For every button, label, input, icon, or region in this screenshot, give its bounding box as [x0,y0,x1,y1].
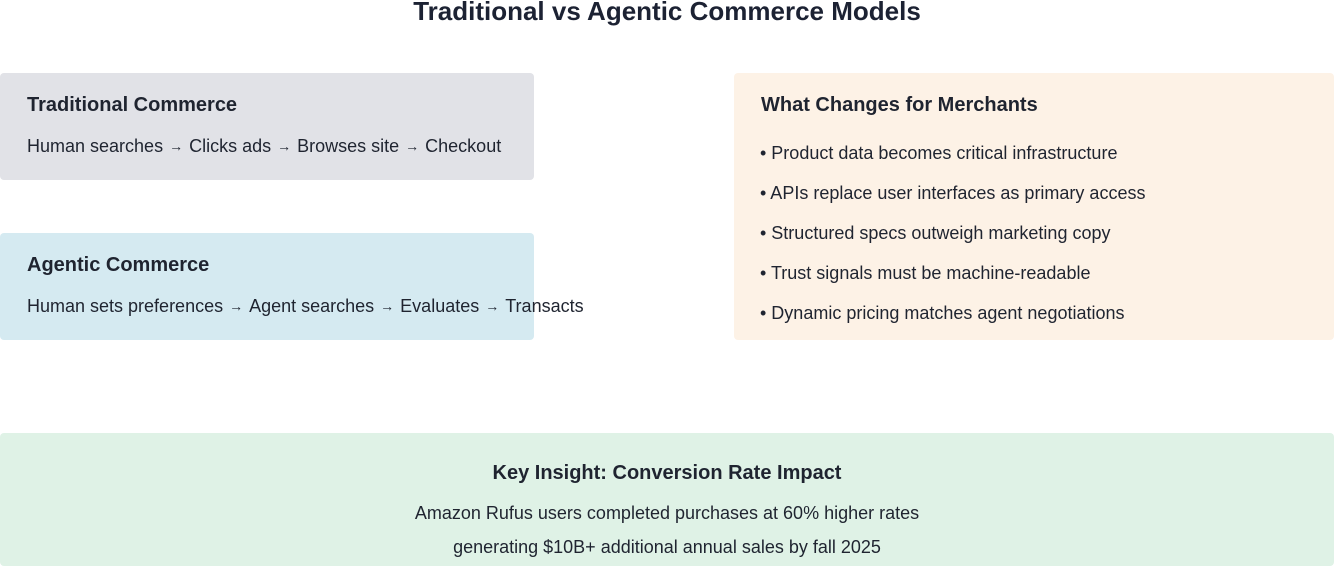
key-insight-heading: Key Insight: Conversion Rate Impact [492,462,842,484]
list-item: • Trust signals must be machine-readable [760,263,1091,283]
merchant-changes-heading: What Changes for Merchants [761,94,1038,116]
list-item: • Structured specs outweigh marketing co… [760,223,1111,243]
list-item: • Dynamic pricing matches agent negotiat… [760,303,1125,323]
traditional-commerce-box: Traditional Commerce Human searches → Clic… [0,73,534,180]
flow-step: Checkout [425,136,502,156]
flow-step: Transacts [505,296,584,316]
arrow-right-icon: → [380,298,395,314]
flow-step: Evaluates [400,296,480,316]
flow-step: Clicks ads [189,136,272,156]
key-insight-line-1: Amazon Rufus users completed purchases a… [414,503,920,523]
key-insight-line-2: generating $10B+ additional annual sales… [453,537,881,557]
arrow-right-icon: → [229,298,244,314]
arrow-right-icon: → [485,298,500,314]
arrow-right-icon: → [169,138,184,154]
merchant-changes-list: • Product data becomes critical infrastr… [760,142,1145,342]
merchant-changes-box: What Changes for Merchants • Product dat… [734,73,1334,340]
agentic-commerce-box: Agentic Commerce Human sets preferences →… [0,233,584,340]
agentic-commerce-flow: Human sets preferences → Agent searches → Ev… [27,295,584,317]
key-insight-box: Key Insight: Conversion Rate Impact Amaz… [0,433,1334,566]
flow-step: Human sets preferences [27,296,224,316]
traditional-commerce-heading: Traditional Commerce [27,94,238,116]
list-item: • APIs replace user interfaces as primar… [760,183,1146,203]
flow-step: Browses site [297,136,400,156]
flow-step: Human searches [27,136,164,156]
list-item: • Product data becomes critical infrastr… [760,143,1118,163]
flow-step: Agent searches [249,296,375,316]
arrow-right-icon: → [277,138,292,154]
diagram-title: Traditional vs Agentic Commerce Models [413,0,921,26]
traditional-commerce-flow: Human searches → Clicks ads → Browses site → C… [27,135,501,157]
agentic-commerce-heading: Agentic Commerce [27,254,210,276]
arrow-right-icon: → [405,138,420,154]
